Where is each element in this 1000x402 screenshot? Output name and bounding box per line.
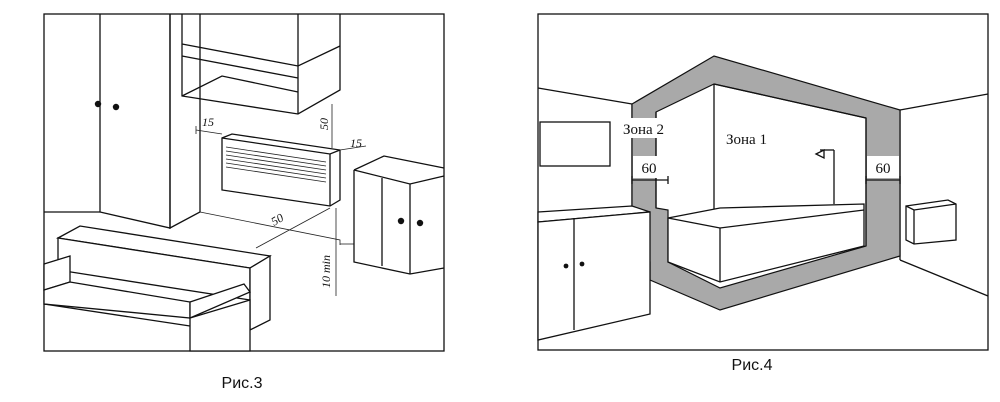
figure-3: 15 15 50 50 10 min Рис.3 <box>43 13 445 392</box>
bathtub <box>667 203 865 283</box>
dim-floor-gap: 10 min <box>319 255 333 288</box>
shower <box>814 148 835 204</box>
sink-cabinet <box>537 205 651 341</box>
sofa <box>43 225 272 352</box>
zone-width-markers <box>631 176 901 184</box>
figure-4: 60 60 Зона 2 Зона 1 Рис.4 <box>537 13 989 374</box>
cabinet-knob-left <box>397 217 405 225</box>
dim-top-gap: 50 <box>317 118 331 130</box>
zone-2-band <box>631 55 901 311</box>
sink-knob-left <box>563 263 569 269</box>
zone-2-label: Зона 2 <box>623 122 664 138</box>
width-left-box <box>633 156 665 178</box>
width-right-box <box>867 156 899 178</box>
wardrobe-knob-left <box>94 100 102 108</box>
width-left-label: 60 <box>642 161 657 177</box>
width-right-label: 60 <box>876 161 891 177</box>
wardrobe-knob-right <box>112 103 120 111</box>
zone-2-label-bg <box>620 118 686 138</box>
figure-4-caption: Рис.4 <box>732 357 773 374</box>
cabinet-knob-right <box>416 219 424 227</box>
floor-line <box>199 211 341 245</box>
low-cabinet <box>353 155 445 275</box>
convector-heater <box>221 133 341 207</box>
sink-knob-right <box>579 261 585 267</box>
wall-heater <box>905 199 957 245</box>
wardrobe <box>44 14 201 230</box>
figure-3-caption: Рис.3 <box>222 375 263 392</box>
wall-shelf <box>181 14 341 115</box>
dimension-lines <box>195 104 367 296</box>
mirror <box>539 121 611 167</box>
dim-left-gap: 15 <box>202 115 214 129</box>
zone-1-label: Зона 1 <box>726 132 767 148</box>
figure-4-frame <box>537 13 989 351</box>
dim-right-gap: 15 <box>350 136 362 150</box>
